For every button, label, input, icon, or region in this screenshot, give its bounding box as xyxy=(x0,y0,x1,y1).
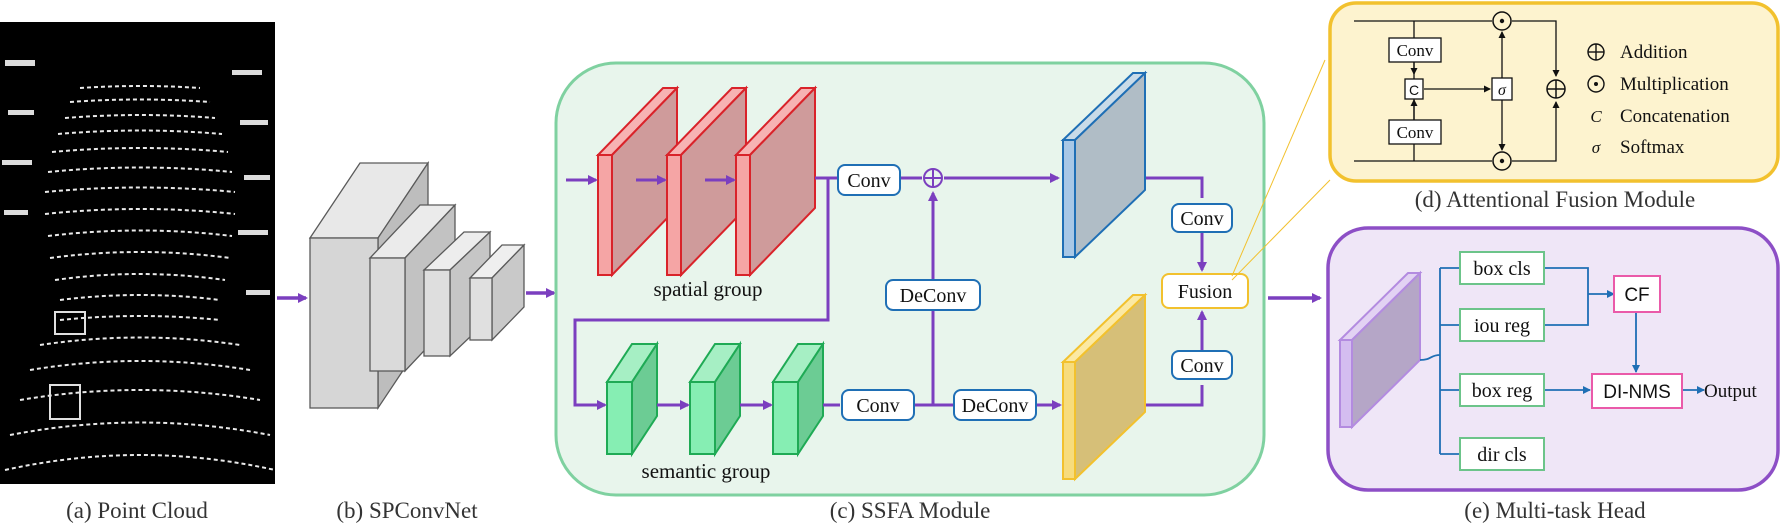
legend-softmax: Softmax xyxy=(1620,137,1685,158)
svg-text:dir cls: dir cls xyxy=(1477,444,1527,466)
semantic-group-label: semantic group xyxy=(642,459,771,483)
svg-text:Conv: Conv xyxy=(1397,41,1434,60)
fusion-box: Fusion xyxy=(1161,273,1249,309)
ssfa-conv-top-box: Conv xyxy=(837,164,901,196)
di-nms-box: DI-NMS xyxy=(1591,373,1683,409)
caption-point-cloud: (a) Point Cloud xyxy=(66,498,208,523)
caption-head: (e) Multi-task Head xyxy=(1464,498,1646,523)
svg-text:Conv: Conv xyxy=(1397,123,1434,142)
afm-softmax-box: σ xyxy=(1491,77,1513,101)
afm-add xyxy=(1546,79,1566,99)
svg-text:C: C xyxy=(1409,82,1419,98)
semantic-output-block xyxy=(1060,292,1148,482)
svg-text:CF: CF xyxy=(1624,285,1649,306)
legend-addition: Addition xyxy=(1620,42,1688,63)
ssfa-deconv-bottom-box: DeConv xyxy=(953,389,1037,421)
legend-concat-symbol: C xyxy=(1590,107,1602,126)
svg-text:DI-NMS: DI-NMS xyxy=(1603,382,1671,403)
afm-multiply-bottom xyxy=(1492,151,1512,171)
semantic-group-blocks xyxy=(605,340,825,458)
ssfa-connections xyxy=(573,173,1207,410)
ssfa-conv-right-top-box: Conv xyxy=(1171,203,1233,233)
svg-text:box cls: box cls xyxy=(1473,258,1530,280)
svg-text:Conv: Conv xyxy=(1180,208,1223,230)
add-operator xyxy=(923,168,943,188)
svg-text:box reg: box reg xyxy=(1472,380,1533,402)
output-label: Output xyxy=(1704,381,1758,402)
afm-conv-top-box: Conv xyxy=(1388,37,1442,63)
box-cls-box: box cls xyxy=(1459,251,1545,285)
afm-concat-box: C xyxy=(1404,78,1424,100)
svg-text:iou reg: iou reg xyxy=(1474,315,1530,337)
afm-zoom-lines xyxy=(1231,59,1331,281)
cf-box: CF xyxy=(1613,275,1661,313)
dir-cls-box: dir cls xyxy=(1459,437,1545,471)
caption-afm: (d) Attentional Fusion Module xyxy=(1415,187,1695,212)
svg-text:Conv: Conv xyxy=(856,395,899,417)
spconvnet-blocks xyxy=(308,160,526,411)
head-connections xyxy=(1419,267,1705,455)
legend-concatenation: Concatenation xyxy=(1620,106,1730,127)
ssfa-conv-bottom-box: Conv xyxy=(841,389,915,421)
ssfa-deconv-mid-box: DeConv xyxy=(885,279,981,311)
afm-legend: Addition Multiplication C Concatenation … xyxy=(1587,42,1730,158)
ssfa-conv-right-bottom-box: Conv xyxy=(1171,350,1233,380)
legend-softmax-symbol: σ xyxy=(1592,138,1601,157)
afm-multiply-top xyxy=(1492,11,1512,31)
iou-reg-box: iou reg xyxy=(1459,308,1545,342)
svg-text:DeConv: DeConv xyxy=(962,395,1029,417)
svg-text:DeConv: DeConv xyxy=(900,285,967,307)
svg-text:Fusion: Fusion xyxy=(1178,281,1232,303)
legend-multiplication: Multiplication xyxy=(1620,74,1729,95)
point-cloud-image xyxy=(0,22,276,484)
box-reg-box: box reg xyxy=(1459,373,1545,407)
legend-addition-icon xyxy=(1587,43,1605,61)
legend-multiplication-icon xyxy=(1587,75,1605,93)
spatial-output-block xyxy=(1060,70,1148,260)
head-input-block xyxy=(1337,270,1423,430)
svg-text:Conv: Conv xyxy=(1180,355,1223,377)
afm-conv-bottom-box: Conv xyxy=(1388,119,1442,145)
spatial-group-label: spatial group xyxy=(653,277,762,301)
caption-ssfa: (c) SSFA Module xyxy=(830,498,991,523)
svg-text:σ: σ xyxy=(1498,82,1507,99)
caption-spconvnet: (b) SPConvNet xyxy=(336,498,478,523)
svg-text:Conv: Conv xyxy=(847,170,890,192)
